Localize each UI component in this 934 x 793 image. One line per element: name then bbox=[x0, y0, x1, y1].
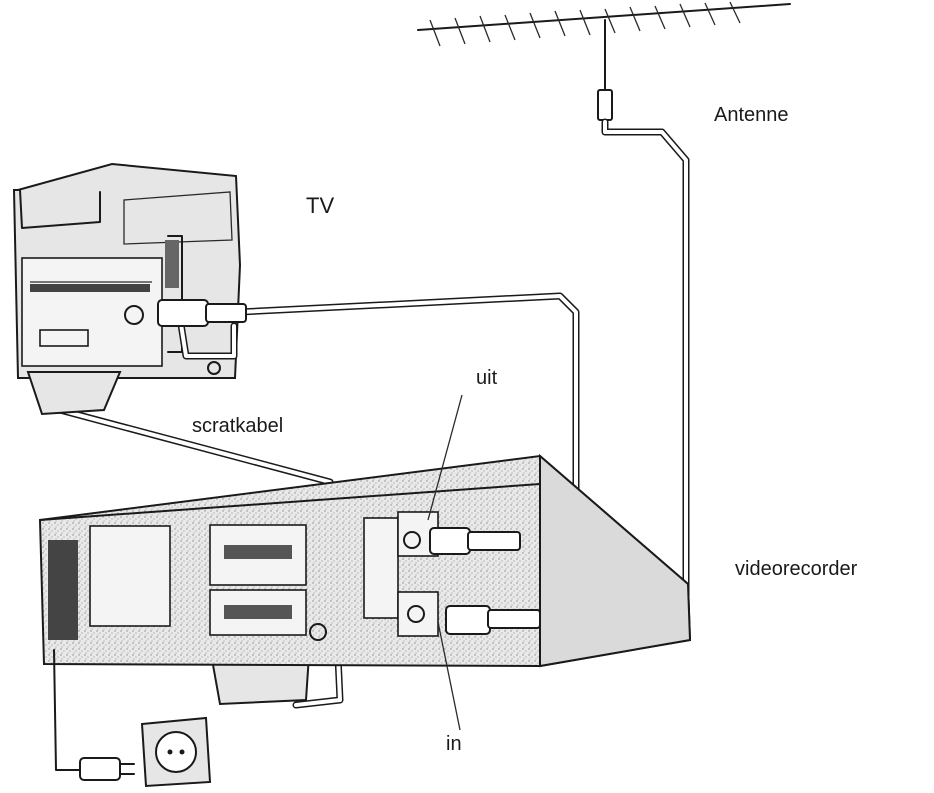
tv-label: TV bbox=[306, 193, 335, 218]
antenna-icon bbox=[417, 1, 791, 121]
tv-set-icon bbox=[12, 162, 242, 379]
antenna-label: Antenne bbox=[714, 104, 789, 126]
in-label: in bbox=[446, 733, 462, 755]
out-label: uit bbox=[476, 367, 498, 389]
scart-cable-label: scratkabel bbox=[192, 415, 284, 437]
out-leader-line bbox=[427, 394, 463, 521]
wall-socket-icon bbox=[140, 716, 212, 788]
in-leader-line bbox=[437, 621, 461, 731]
vcr-in-connector bbox=[445, 605, 541, 635]
power-plug-icon bbox=[79, 757, 135, 781]
power-cable bbox=[53, 649, 81, 771]
vcr-out-connector bbox=[429, 527, 521, 555]
videorecorder-label: videorecorder bbox=[735, 558, 858, 580]
videorecorder-icon bbox=[38, 453, 692, 668]
